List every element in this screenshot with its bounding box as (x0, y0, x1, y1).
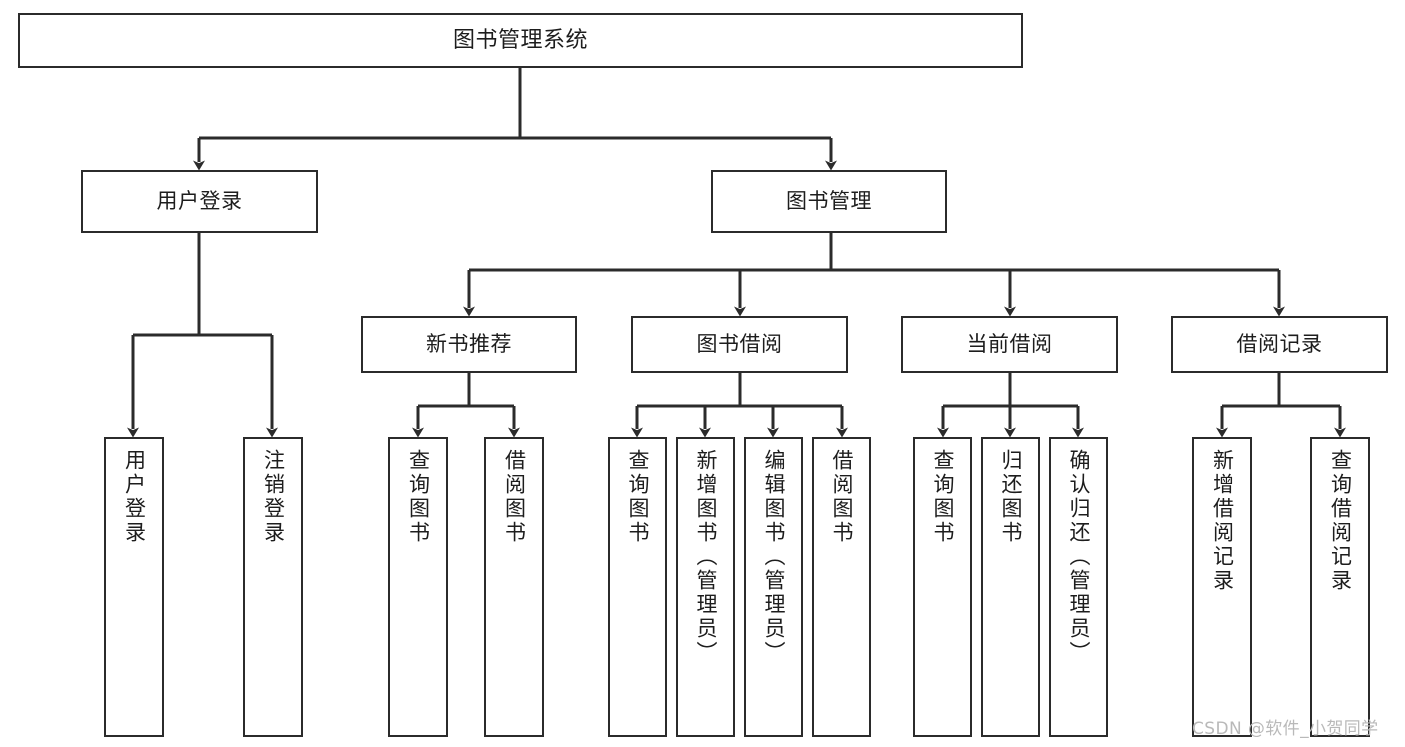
node-leaf-query-borrow-record[interactable]: 查询借阅记录 (1310, 437, 1370, 737)
node-leaf-logout[interactable]: 注销登录 (243, 437, 303, 737)
node-leaf-add-book[interactable]: 新增图书（管理员） (676, 437, 735, 737)
node-leaf-return-book-label: 归还图书 (999, 449, 1023, 545)
node-leaf-query-book-1[interactable]: 查询图书 (388, 437, 448, 737)
node-leaf-confirm-return-label: 确认归还（管理员） (1067, 449, 1091, 665)
node-leaf-borrow-book-2[interactable]: 借阅图书 (812, 437, 871, 737)
node-leaf-logout-label: 注销登录 (261, 449, 286, 545)
node-current-borrow-label: 当前借阅 (966, 332, 1053, 357)
node-new-book-recommend-label: 新书推荐 (426, 332, 512, 357)
node-book-borrow-label: 图书借阅 (696, 332, 783, 357)
node-leaf-edit-book-label: 编辑图书（管理员） (762, 449, 786, 665)
node-leaf-query-book-3-label: 查询图书 (931, 449, 955, 545)
node-user-login[interactable]: 用户登录 (81, 170, 318, 233)
node-borrow-record-label: 借阅记录 (1236, 332, 1323, 357)
node-leaf-borrow-book-2-label: 借阅图书 (830, 449, 854, 545)
node-new-book-recommend[interactable]: 新书推荐 (361, 316, 577, 373)
node-leaf-user-login[interactable]: 用户登录 (104, 437, 164, 737)
node-leaf-edit-book[interactable]: 编辑图书（管理员） (744, 437, 803, 737)
node-leaf-query-book-2-label: 查询图书 (626, 449, 650, 545)
node-leaf-query-book-1-label: 查询图书 (406, 449, 431, 545)
node-leaf-query-book-3[interactable]: 查询图书 (913, 437, 972, 737)
node-leaf-add-borrow-record-label: 新增借阅记录 (1210, 449, 1235, 593)
node-leaf-add-book-label: 新增图书（管理员） (694, 449, 718, 665)
node-book-manage[interactable]: 图书管理 (711, 170, 947, 233)
node-leaf-user-login-label: 用户登录 (122, 449, 147, 545)
node-user-login-label: 用户登录 (156, 189, 243, 214)
node-leaf-query-book-2[interactable]: 查询图书 (608, 437, 667, 737)
node-leaf-borrow-book-1-label: 借阅图书 (502, 449, 527, 545)
node-book-manage-label: 图书管理 (786, 189, 872, 214)
node-leaf-query-borrow-record-label: 查询借阅记录 (1328, 449, 1353, 593)
node-leaf-confirm-return[interactable]: 确认归还（管理员） (1049, 437, 1108, 737)
node-leaf-return-book[interactable]: 归还图书 (981, 437, 1040, 737)
node-leaf-add-borrow-record[interactable]: 新增借阅记录 (1192, 437, 1252, 737)
node-borrow-record[interactable]: 借阅记录 (1171, 316, 1388, 373)
node-current-borrow[interactable]: 当前借阅 (901, 316, 1118, 373)
node-book-borrow[interactable]: 图书借阅 (631, 316, 848, 373)
csdn-watermark: CSDN @软件_小贺同学 (1192, 719, 1379, 739)
node-leaf-borrow-book-1[interactable]: 借阅图书 (484, 437, 544, 737)
node-root[interactable]: 图书管理系统 (18, 13, 1023, 68)
node-root-label: 图书管理系统 (452, 27, 588, 53)
